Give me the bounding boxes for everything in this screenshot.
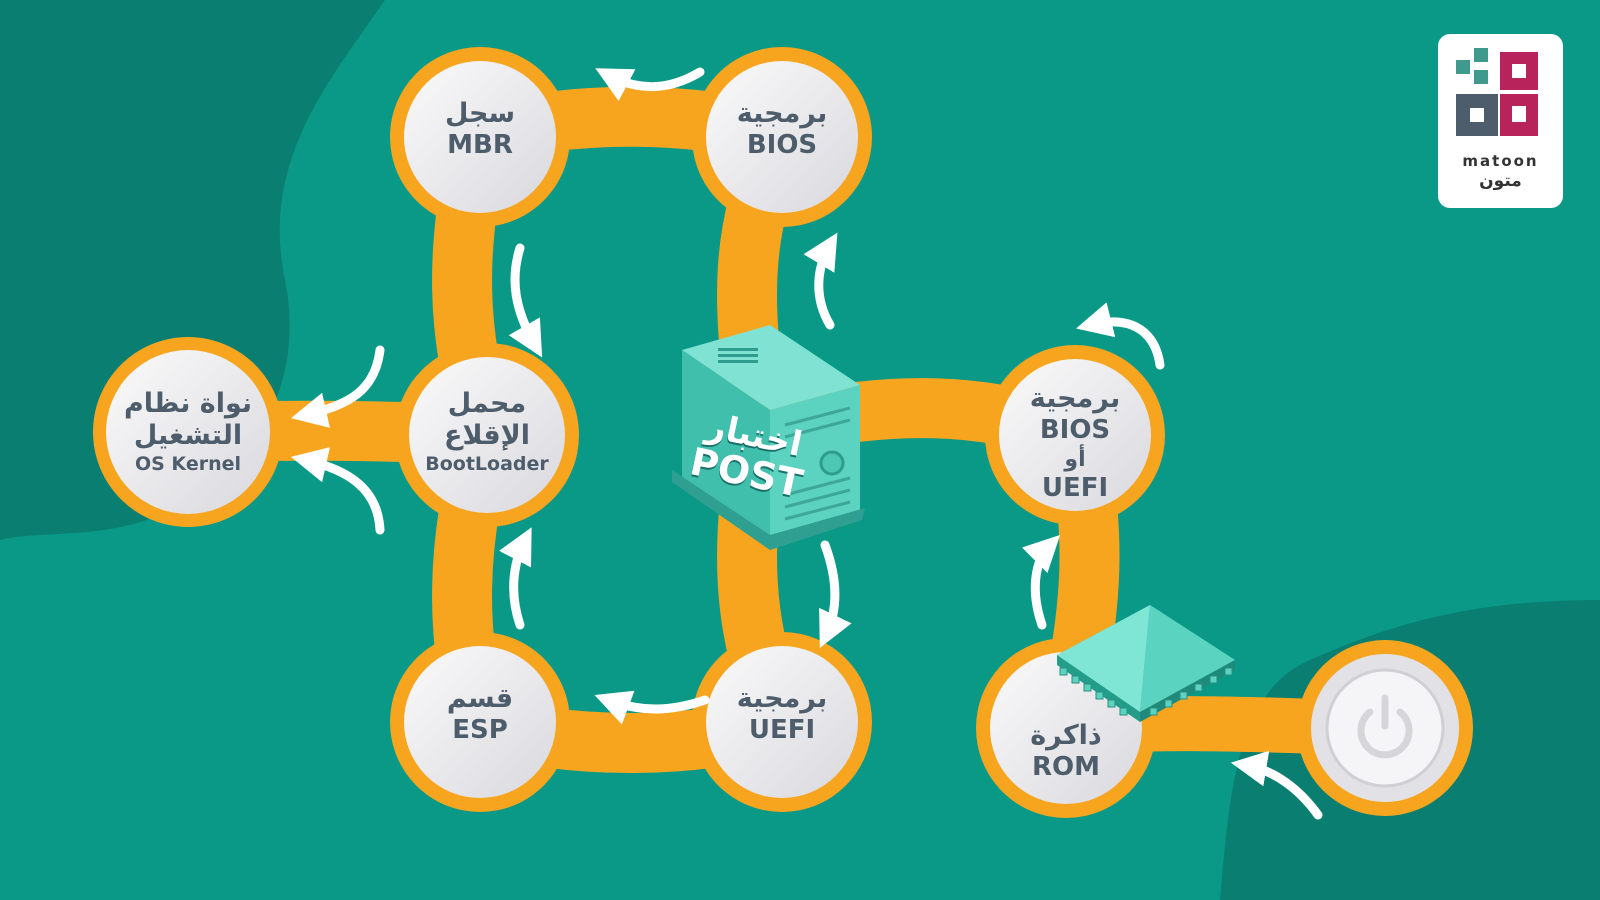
post-computer-icon — [672, 325, 865, 550]
tower-power-button — [819, 450, 845, 476]
node-bios — [706, 61, 858, 213]
arrow-rom-to-firmware — [1022, 534, 1061, 630]
arrow-firmware-up — [1076, 302, 1165, 370]
logo-glyph-icon — [1456, 48, 1538, 136]
arrow-post-to-bios — [803, 232, 838, 330]
arrow-post-to-uefi — [819, 540, 852, 648]
node-kernel — [106, 350, 270, 514]
arrow-power-to-rom — [1230, 750, 1323, 820]
node-firmware — [999, 359, 1151, 511]
rom-chip-icon — [1057, 605, 1235, 722]
node-mbr — [404, 61, 556, 213]
power-icon — [1357, 694, 1413, 759]
arrow-esp-to-bootloader — [499, 527, 532, 630]
arrow-bootloader-to-kernel-upper — [290, 345, 385, 428]
logo-arabic: متون — [1479, 171, 1522, 191]
node-uefi — [706, 646, 858, 798]
flow-arrows — [290, 67, 1323, 820]
arrow-bootloader-to-kernel-lower — [290, 447, 385, 535]
arrow-mbr-to-bootloader — [508, 243, 543, 358]
arrow-uefi-to-esp — [594, 690, 710, 725]
background-wave-left — [0, 0, 385, 540]
logo-latin: matoon — [1462, 152, 1539, 170]
arrow-bios-to-mbr — [595, 67, 705, 102]
node-bootloader — [409, 357, 565, 513]
brand-logo: matoon متون — [1438, 34, 1563, 208]
node-esp — [404, 646, 556, 798]
